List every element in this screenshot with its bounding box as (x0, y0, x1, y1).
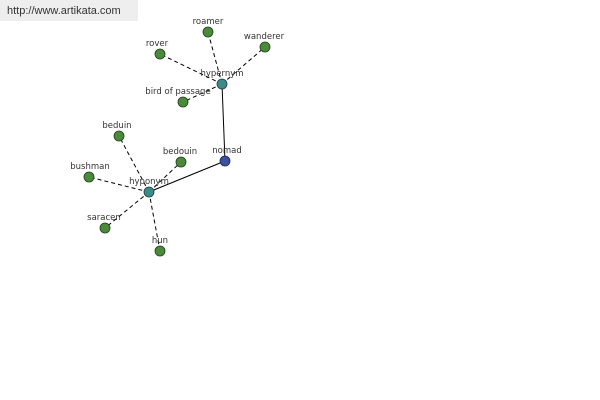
graph-edges (88, 31, 266, 252)
label-wanderer: wanderer (244, 32, 285, 42)
edge-hypernym-bird-of-passage (182, 83, 223, 103)
graph-nodes (83, 26, 271, 257)
label-bird-of-passage: bird of passage (145, 87, 210, 97)
edge-hyponym-saracen (104, 191, 150, 229)
label-bedouin: bedouin (163, 147, 197, 157)
label-nomad: nomad (212, 146, 241, 156)
label-hypernym: hypernym (200, 69, 243, 79)
edge-hypernym-rover (159, 53, 223, 85)
node-wanderer[interactable] (259, 41, 271, 53)
node-bushman[interactable] (83, 171, 95, 183)
edge-hyponym-beduin (118, 135, 150, 193)
label-bushman: bushman (70, 162, 109, 172)
node-rover[interactable] (154, 48, 166, 60)
edge-hyponym-bedouin (148, 161, 182, 193)
label-roamer: roamer (193, 17, 224, 27)
node-beduin[interactable] (113, 130, 125, 142)
label-hun: hun (152, 236, 168, 246)
node-nomad[interactable] (219, 155, 231, 167)
node-saracen[interactable] (99, 222, 111, 234)
node-hypernym[interactable] (216, 78, 228, 90)
node-bedouin[interactable] (175, 156, 187, 168)
node-hyponym[interactable] (143, 186, 155, 198)
edge-hypernym-wanderer (221, 46, 266, 85)
source-url-link[interactable]: http://www.artikata.com (7, 5, 121, 17)
edge-nomad-hypernym (221, 83, 226, 162)
node-roamer[interactable] (202, 26, 214, 38)
edge-hypernym-roamer (207, 31, 223, 85)
graph-labels: roamer rover wanderer bird of passage hy… (70, 17, 284, 246)
label-beduin: beduin (102, 121, 131, 131)
source-url-bar: http://www.artikata.com (0, 0, 138, 21)
label-saracen: saracen (87, 213, 121, 223)
node-bird-of-passage[interactable] (177, 96, 189, 108)
node-hun[interactable] (154, 245, 166, 257)
label-hyponym: hyponym (129, 177, 169, 187)
edge-hyponym-bushman (88, 176, 150, 193)
edge-hyponym-hun (148, 191, 161, 252)
edge-nomad-hyponym (148, 160, 226, 193)
label-rover: rover (146, 39, 169, 49)
